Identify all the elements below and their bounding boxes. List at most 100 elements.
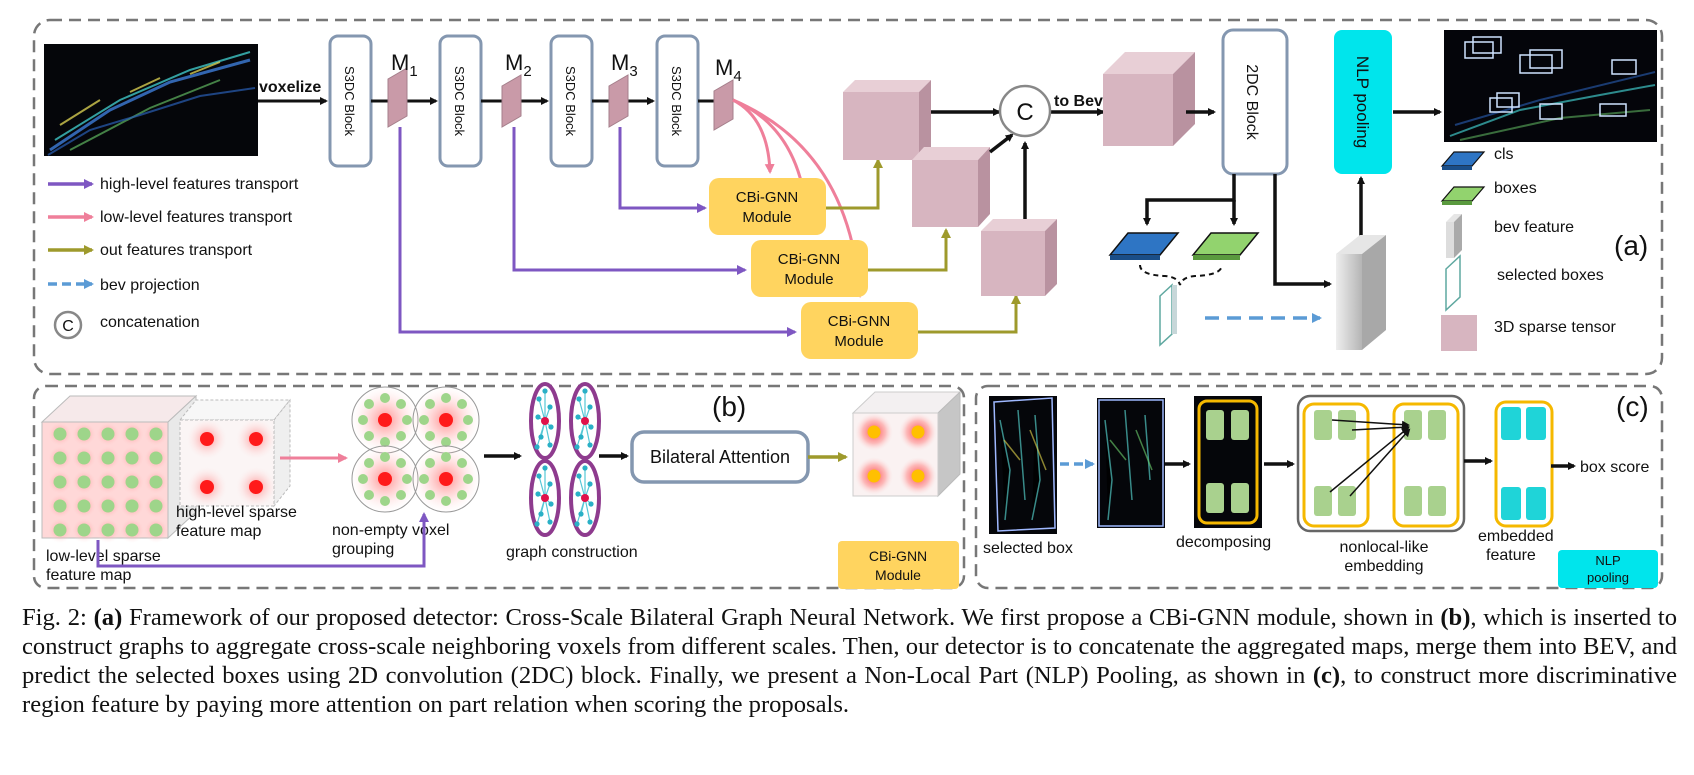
graph-construction <box>529 382 601 537</box>
svg-text:C: C <box>1016 99 1033 126</box>
architecture-diagram: voxelize S3DC Block S3DC Block S3DC Bloc… <box>32 18 1664 590</box>
legend-right: cls boxes bev feature selected boxes 3D … <box>1440 146 1617 351</box>
selected-box-label: selected box <box>983 540 1073 557</box>
voxel-grouping <box>351 386 480 513</box>
graph-label: graph construction <box>506 544 638 561</box>
svg-text:S3DC Block: S3DC Block <box>342 66 357 137</box>
high-level-transport-arrows <box>398 127 797 337</box>
voxelize-label: voxelize <box>259 79 321 96</box>
svg-text:3D sparse tensor: 3D sparse tensor <box>1494 319 1617 336</box>
bev-cube <box>1103 52 1195 146</box>
panel-b-tag: (b) <box>712 391 746 422</box>
panel-c-frame <box>974 384 1664 590</box>
point-cloud-input-image <box>44 44 258 156</box>
caption-fig: Fig. 2: <box>22 604 87 631</box>
concat-node: C <box>998 84 1052 138</box>
low-to-group-high-arrow <box>96 512 429 568</box>
svg-text:out features transport: out features transport <box>100 242 253 259</box>
out-transport-arrows <box>826 158 1021 334</box>
panel-a-frame <box>32 18 1664 376</box>
svg-text:C: C <box>62 318 74 335</box>
caption-part2: , which is inserted to construct graphs … <box>22 604 1677 689</box>
m2-label: M2 <box>505 50 532 80</box>
m-tensor-4 <box>713 79 734 131</box>
svg-text:S3DC Block: S3DC Block <box>452 66 467 137</box>
sparse-tensor-cube <box>843 80 931 160</box>
cbi-gnn-module: CBi-GNN Module <box>709 178 826 235</box>
selected-box-image <box>989 396 1057 534</box>
svg-text:bev projection: bev projection <box>100 277 200 294</box>
nlp-pooling-block: NLP pooling <box>1334 30 1392 174</box>
low-level-feature-cube <box>40 394 198 543</box>
caption-b-tag: (b) <box>1440 604 1471 631</box>
merge-brace <box>1139 264 1223 286</box>
cbi-gnn-module: CBi-GNN Module <box>751 240 868 297</box>
svg-text:Module: Module <box>875 567 921 583</box>
svg-text:CBi-GNN: CBi-GNN <box>828 313 891 330</box>
caption-part3: , to construct more discriminative regio… <box>22 662 1677 718</box>
2dc-block: 2DC Block <box>1221 28 1289 176</box>
nonlocal-embedding <box>1296 394 1466 533</box>
m4-label: M4 <box>715 55 742 85</box>
detection-output-image <box>1444 30 1657 142</box>
to-bev-label: to Bev <box>1054 93 1103 110</box>
attention-output-cube <box>851 390 962 498</box>
s3dc-block: S3DC Block <box>328 34 373 168</box>
panel-a: voxelize S3DC Block S3DC Block S3DC Bloc… <box>32 18 1664 376</box>
caption-a-tag: (a) <box>93 604 123 631</box>
sparse-tensor-cube <box>981 219 1057 296</box>
svg-text:NLP: NLP <box>1595 553 1620 568</box>
m-tensor-3 <box>608 74 629 128</box>
box-score-label: box score <box>1580 459 1649 476</box>
figure-caption: Fig. 2: (a) Framework of our proposed de… <box>22 603 1677 719</box>
svg-text:high-level features transport: high-level features transport <box>100 176 299 193</box>
svg-text:bev feature: bev feature <box>1494 219 1574 236</box>
svg-text:low-level features transport: low-level features transport <box>100 209 293 226</box>
nlp-pooling-badge: NLP pooling <box>1558 550 1658 588</box>
boxes-map <box>1191 232 1260 260</box>
svg-text:Bilateral Attention: Bilateral Attention <box>650 447 790 467</box>
bev-crop-image <box>1097 398 1165 528</box>
panel-c-tag: (c) <box>1616 391 1649 422</box>
svg-text:Module: Module <box>834 333 883 350</box>
svg-text:Module: Module <box>742 209 791 226</box>
selected-box-slab <box>1159 283 1177 347</box>
svg-text:CBi-GNN: CBi-GNN <box>869 548 927 564</box>
svg-text:CBi-GNN: CBi-GNN <box>778 251 841 268</box>
svg-text:concatenation: concatenation <box>100 314 200 331</box>
m1-label: M1 <box>391 50 418 80</box>
svg-text:S3DC Block: S3DC Block <box>563 66 578 137</box>
bilateral-attention-block: Bilateral Attention <box>630 430 810 484</box>
svg-text:S3DC Block: S3DC Block <box>669 66 684 137</box>
high-level-feature-cube <box>178 398 292 508</box>
svg-text:selected boxes: selected boxes <box>1497 267 1604 284</box>
svg-text:NLP pooling: NLP pooling <box>1353 56 1372 148</box>
s3dc-block: S3DC Block <box>549 34 594 168</box>
legend-left: high-level features transport low-level … <box>48 176 299 340</box>
caption-part1: Framework of our proposed detector: Cros… <box>122 604 1441 631</box>
decomposing-label: decomposing <box>1176 534 1271 551</box>
bev-feature-slab <box>1336 235 1386 350</box>
cbi-gnn-module: CBi-GNN Module <box>801 302 918 359</box>
svg-text:boxes: boxes <box>1494 180 1537 197</box>
cls-map <box>1108 232 1180 260</box>
s3dc-block: S3DC Block <box>438 34 483 168</box>
caption-c-tag: (c) <box>1312 662 1341 689</box>
decomposed-parts <box>1194 396 1262 528</box>
concat-arrows <box>931 108 1105 219</box>
svg-text:Module: Module <box>784 271 833 288</box>
panel-b-frame <box>32 384 966 590</box>
embedded-feature <box>1494 400 1554 528</box>
svg-text:cls: cls <box>1494 146 1514 163</box>
cbi-gnn-badge: CBi-GNN Module <box>838 541 959 589</box>
panel-c: selected box decomposing <box>974 384 1664 590</box>
svg-text:pooling: pooling <box>1587 570 1629 585</box>
m-tensor-1 <box>387 67 408 128</box>
panel-a-tag: (a) <box>1614 230 1648 261</box>
